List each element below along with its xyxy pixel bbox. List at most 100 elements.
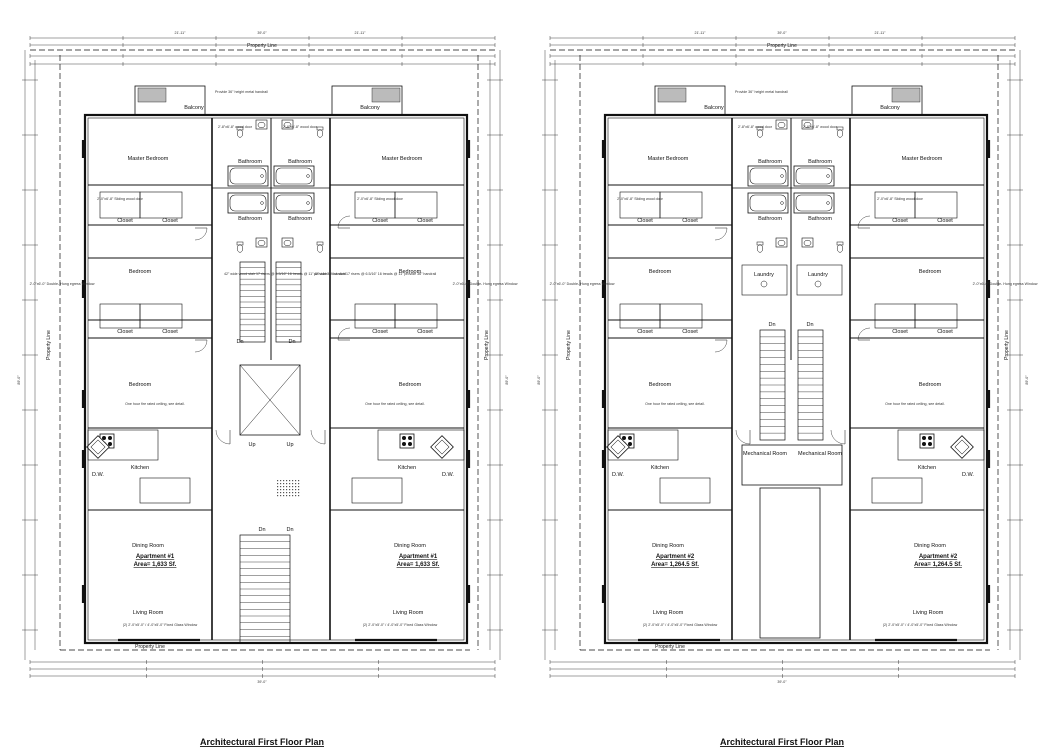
hatch-dot	[283, 483, 285, 485]
burner	[108, 442, 112, 446]
hatch-dot	[298, 483, 300, 485]
door-arc	[310, 429, 326, 445]
exterior-wall-inner	[607, 117, 985, 641]
annotation: 2'-0"x6'-8" Sliding wood door	[877, 197, 923, 201]
room-label-dining-room: Dining Room	[652, 543, 684, 549]
bathtub	[747, 165, 789, 187]
corner-sink	[606, 435, 630, 459]
room-label-bedroom: Bedroom	[649, 382, 672, 388]
hatch-dot	[289, 480, 291, 482]
apartment-name: Apartment #1	[136, 554, 175, 560]
plan-title: Architectural First Floor Plan	[720, 737, 844, 747]
annotation: 2'-8"x6'-8" wood door	[218, 125, 253, 129]
hatch-dot	[295, 483, 297, 485]
property-line-side-label: Property Line	[566, 330, 572, 360]
hatch-dot	[277, 480, 279, 482]
room-label-kitchen: Kitchen	[131, 465, 149, 471]
kitchen-island	[351, 477, 403, 504]
balcony-right	[331, 85, 403, 116]
sink-basin	[777, 239, 786, 247]
closet-outline	[354, 303, 396, 329]
apartment-name: Apartment #1	[399, 554, 438, 560]
corner-sink	[950, 435, 974, 459]
door-swing	[830, 429, 846, 445]
sink	[255, 119, 268, 130]
kitchen-island	[139, 477, 191, 504]
property-line-top-label: Property Line	[767, 43, 797, 49]
burner	[928, 442, 932, 446]
annotation: 2'-0"x6'-0" Double- Hung egress Window	[30, 282, 95, 286]
corner-sink-basin	[954, 439, 970, 455]
toilet-tank	[756, 126, 764, 131]
closet-outline	[914, 303, 958, 329]
closet-outline	[139, 191, 183, 219]
room-label-kitchen: Kitchen	[651, 465, 669, 471]
door-swing	[714, 227, 728, 241]
room-label-bathroom: Bathroom	[288, 216, 312, 222]
depth-dimension: 89'-0"	[537, 375, 541, 385]
room-label-bedroom: Bedroom	[649, 269, 672, 275]
room-label-closet: Closet	[892, 329, 908, 335]
door-swing	[194, 339, 208, 353]
bathtub-basin	[795, 167, 833, 185]
hatch-dot	[289, 495, 291, 497]
door-arc	[857, 327, 871, 341]
kitchen-island	[659, 477, 711, 504]
room-label-kitchen: Kitchen	[918, 465, 936, 471]
door-arc	[714, 227, 728, 241]
hatch-dot	[283, 480, 285, 482]
toilet-bowl	[836, 129, 844, 138]
room-label-closet: Closet	[682, 218, 698, 224]
kitchen-counter	[377, 429, 465, 461]
hatch-dot	[286, 480, 288, 482]
room-label-bedroom: Bedroom	[129, 269, 152, 275]
tub-drain	[826, 201, 830, 205]
plan-title: Architectural First Floor Plan	[200, 737, 324, 747]
corner-sink-basin	[90, 439, 106, 455]
balcony-label: Balcony	[880, 105, 900, 111]
hatch-dot	[292, 495, 294, 497]
hatch-dot	[280, 486, 282, 488]
toilet-tank	[316, 241, 324, 246]
room-label-living-room: Living Room	[393, 610, 424, 616]
room-label-bathroom: Bathroom	[288, 159, 312, 165]
hatch-dot	[283, 492, 285, 494]
annotation: 2'-8"x6'-8" wood door	[738, 125, 773, 129]
annotation: 42" wide wood stair 17 risers @ 6.5/16" …	[314, 272, 436, 276]
bathtub-basin	[795, 194, 833, 212]
hatch-dot	[292, 486, 294, 488]
closet-outline	[99, 191, 141, 219]
room-label-master-bedroom: Master Bedroom	[648, 156, 689, 162]
sink	[801, 237, 814, 248]
annotation: 21'-11"	[875, 31, 887, 35]
stair-up-label: Up	[286, 442, 293, 448]
door-swing	[310, 429, 326, 445]
sink-basin	[777, 121, 786, 129]
burner	[102, 436, 106, 440]
annotation: 2'-0"x6'-8" Sliding wood door	[97, 197, 143, 201]
burner	[628, 436, 632, 440]
closet-outline	[619, 303, 661, 329]
stove	[399, 433, 415, 449]
toilet-tank	[836, 126, 844, 131]
door-swing	[714, 339, 728, 353]
annotation: 39'-0"	[777, 680, 787, 684]
sink	[801, 119, 814, 130]
closet-outline	[659, 303, 703, 329]
toilet-bowl	[756, 244, 764, 253]
kitchen-counter	[897, 429, 985, 461]
closet-outline	[874, 191, 916, 219]
sink	[775, 237, 788, 248]
room-label-laundry: Laundry	[754, 272, 774, 278]
room-label-kitchen: Kitchen	[398, 465, 416, 471]
room-label-closet: Closet	[892, 218, 908, 224]
bathtub-basin	[229, 167, 267, 185]
annotation: (2) 2'-0"x5'-0" / 4'-0"x5'-0" Fixed Glas…	[363, 623, 438, 627]
hatch-dot	[298, 486, 300, 488]
balcony-railing-hatch	[657, 87, 687, 103]
hatch-dot	[292, 492, 294, 494]
hatch-dot	[286, 483, 288, 485]
room-label-living-room: Living Room	[913, 610, 944, 616]
hatch-dot	[283, 495, 285, 497]
room-label-mechanical: Mechanical Room	[743, 451, 787, 457]
